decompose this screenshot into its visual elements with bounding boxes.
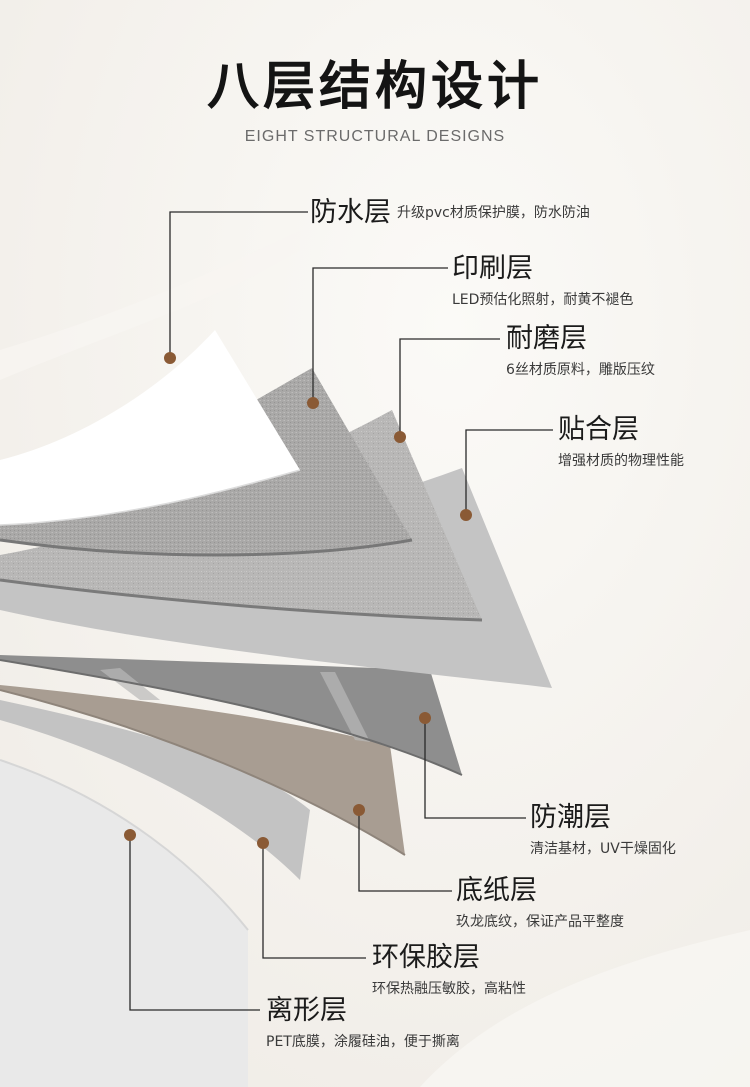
release-layer-sheet xyxy=(0,760,248,1087)
layer-name: 防水层 xyxy=(310,197,391,228)
layer-desc: PET底膜，涂履硅油，便于撕离 xyxy=(266,1034,460,1050)
layer-desc: 环保热融压敏胶，高粘性 xyxy=(372,981,526,997)
waterproof-layer-sheet xyxy=(0,330,300,525)
layer-label-print: 印刷层 LED预估化照射，耐黄不褪色 xyxy=(452,252,633,310)
layer-desc: LED预估化照射，耐黄不褪色 xyxy=(452,292,634,308)
layer-label-wear: 耐磨层 6丝材质原料，雕版压纹 xyxy=(506,322,655,380)
layer-name: 贴合层 xyxy=(558,414,639,445)
layer-desc: 6丝材质原料，雕版压纹 xyxy=(506,362,655,378)
backing-paper-layer-sheet xyxy=(0,685,405,855)
page-title: 八层结构设计 xyxy=(206,57,543,117)
layer-label-moisture: 防潮层 清洁基材，UV干燥固化 xyxy=(530,801,676,859)
layer-label-adhesive: 环保胶层 环保热融压敏胶，高粘性 xyxy=(372,941,526,999)
layer-desc: 清洁基材，UV干燥固化 xyxy=(530,841,676,857)
moisture-layer-sheet xyxy=(0,655,462,775)
layer-desc: 玖龙底纹，保证产品平整度 xyxy=(456,914,624,930)
leader-lines xyxy=(129,211,553,1011)
layer-label-backing-paper: 底纸层 玖龙底纹，保证产品平整度 xyxy=(456,874,624,932)
layer-name: 底纸层 xyxy=(456,875,537,906)
adhesive-layer-sheet xyxy=(0,700,310,880)
layer-label-waterproof: 防水层升级pvc材质保护膜，防水防油 xyxy=(310,196,590,230)
marker-dots xyxy=(124,352,472,849)
layer-desc: 升级pvc材质保护膜，防水防油 xyxy=(397,205,590,221)
layer-label-laminate: 贴合层 增强材质的物理性能 xyxy=(558,413,684,471)
layer-name: 环保胶层 xyxy=(372,942,480,973)
layer-name: 印刷层 xyxy=(452,253,533,284)
page-subtitle: EIGHT STRUCTURAL DESIGNS xyxy=(244,128,506,145)
layer-desc: 增强材质的物理性能 xyxy=(558,453,684,469)
layer-name: 耐磨层 xyxy=(506,323,587,354)
layer-name: 离形层 xyxy=(266,995,347,1026)
layer-label-release: 离形层 PET底膜，涂履硅油，便于撕离 xyxy=(266,994,460,1052)
layer-name: 防潮层 xyxy=(530,802,611,833)
